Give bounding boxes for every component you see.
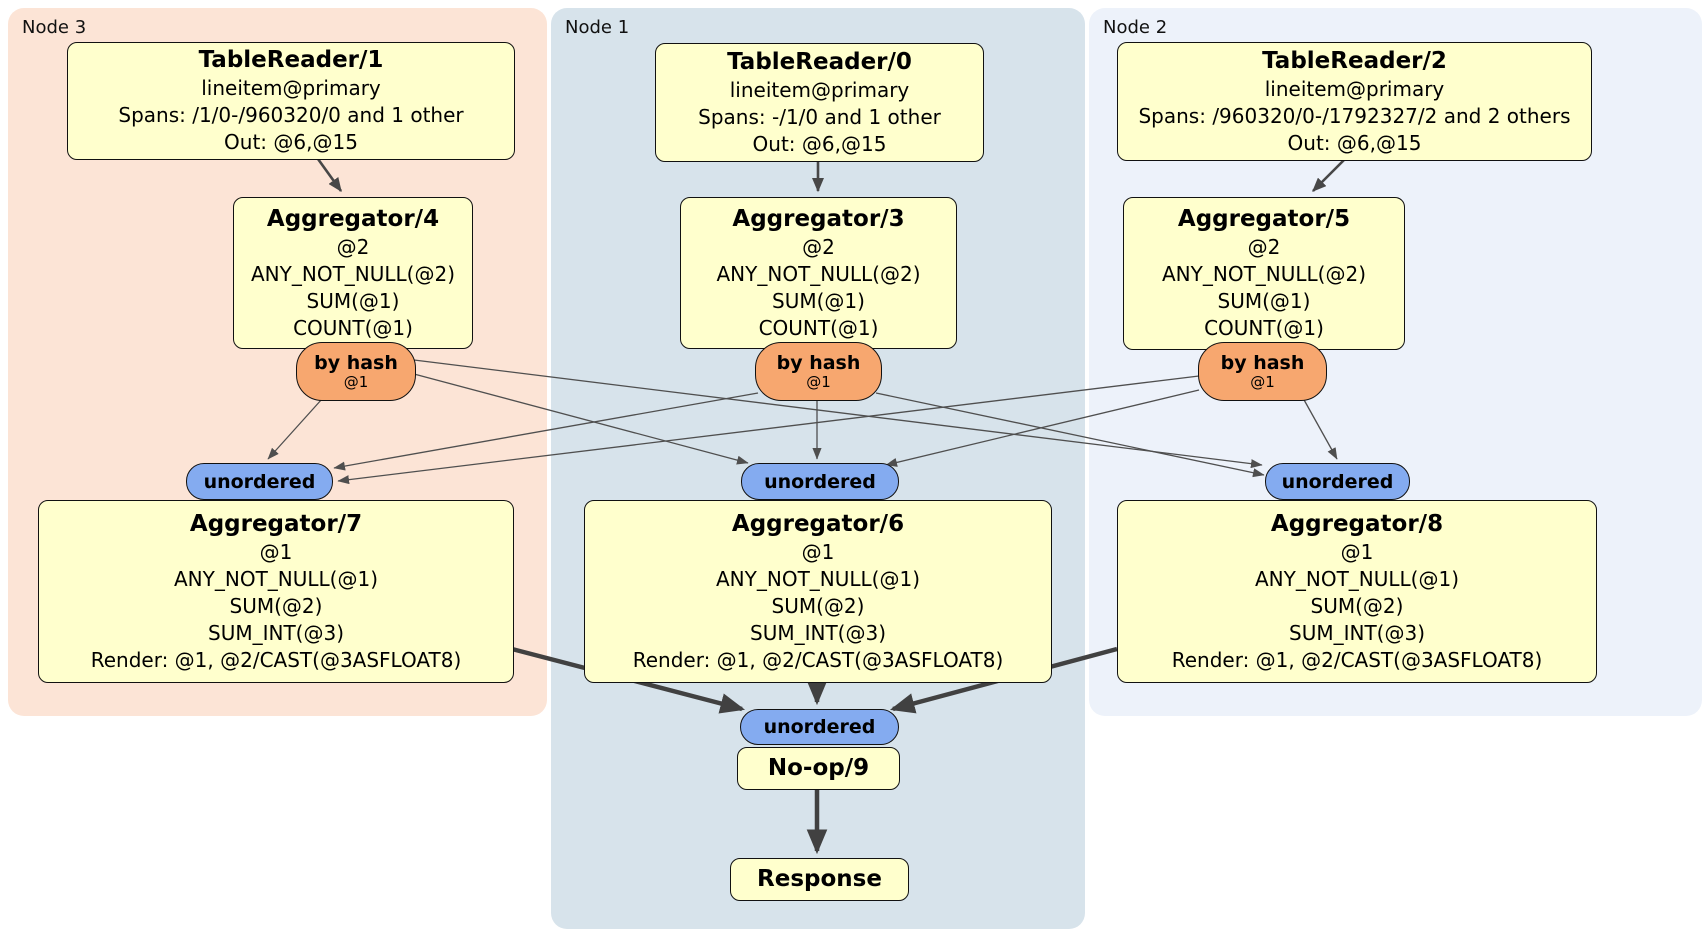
- processor-line: Spans: /960320/0-/1792327/2 and 2 others: [1138, 103, 1571, 128]
- processor-response: Response: [730, 858, 909, 901]
- processor-line: lineitem@primary: [1264, 76, 1445, 101]
- processor-aggregator-6: Aggregator/6 @1 ANY_NOT_NULL(@1) SUM(@2)…: [584, 500, 1052, 683]
- processor-title: TableReader/2: [1262, 47, 1447, 74]
- router-byhash-4: by hash @1: [296, 342, 416, 401]
- processor-line: @1: [1340, 539, 1374, 564]
- processor-line: ANY_NOT_NULL(@2): [716, 261, 921, 286]
- processor-title: TableReader/0: [727, 48, 912, 75]
- processor-tablereader-0: TableReader/0 lineitem@primary Spans: -/…: [655, 43, 984, 162]
- region-node1-label: Node 1: [565, 17, 630, 38]
- processor-line: SUM(@1): [772, 288, 865, 313]
- processor-aggregator-4: Aggregator/4 @2 ANY_NOT_NULL(@2) SUM(@1)…: [233, 197, 473, 349]
- synchronizer-unordered-node2: unordered: [1265, 463, 1410, 500]
- processor-aggregator-8: Aggregator/8 @1 ANY_NOT_NULL(@1) SUM(@2)…: [1117, 500, 1597, 683]
- processor-title: TableReader/1: [198, 47, 384, 73]
- processor-line: ANY_NOT_NULL(@1): [1255, 566, 1459, 591]
- processor-title: Aggregator/5: [1177, 206, 1351, 232]
- processor-line: @2: [336, 234, 370, 259]
- processor-line: COUNT(@1): [1204, 316, 1324, 340]
- processor-aggregator-7: Aggregator/7 @1 ANY_NOT_NULL(@1) SUM(@2)…: [38, 500, 514, 683]
- processor-line: Out: @6,@15: [224, 130, 358, 154]
- processor-line: Spans: -/1/0 and 1 other: [698, 104, 941, 129]
- processor-noop-9: No-op/9: [737, 747, 900, 790]
- processor-line: SUM_INT(@3): [750, 620, 886, 645]
- processor-tablereader-2: TableReader/2 lineitem@primary Spans: /9…: [1117, 42, 1592, 161]
- synchronizer-label: unordered: [203, 470, 316, 493]
- processor-title: No-op/9: [767, 755, 870, 781]
- processor-line: ANY_NOT_NULL(@1): [716, 566, 920, 591]
- region-node2-label: Node 2: [1103, 17, 1168, 38]
- processor-title: Aggregator/3: [732, 205, 905, 232]
- processor-title: Aggregator/6: [731, 510, 905, 537]
- processor-line: Render: @1, @2/CAST(@3ASFLOAT8): [632, 647, 1004, 672]
- processor-line: ANY_NOT_NULL(@2): [1162, 262, 1366, 286]
- processor-line: SUM_INT(@3): [208, 620, 344, 645]
- processor-line: lineitem@primary: [729, 77, 910, 102]
- processor-title: Aggregator/8: [1270, 510, 1444, 537]
- processor-line: COUNT(@1): [758, 315, 879, 340]
- processor-line: SUM(@2): [1310, 593, 1404, 618]
- processor-title: Aggregator/7: [189, 510, 363, 537]
- processor-line: Spans: /1/0-/960320/0 and 1 other: [118, 103, 464, 127]
- processor-title: Response: [757, 866, 882, 892]
- router-detail: @1: [1250, 373, 1275, 391]
- processor-line: @2: [802, 234, 835, 259]
- processor-line: Render: @1, @2/CAST(@3ASFLOAT8): [90, 647, 462, 672]
- router-byhash-5: by hash @1: [1198, 342, 1327, 401]
- router-detail: @1: [806, 373, 831, 391]
- processor-line: Out: @6,@15: [1287, 130, 1422, 155]
- region-node3-label: Node 3: [22, 17, 87, 38]
- router-label: by hash: [314, 352, 398, 374]
- processor-line: SUM_INT(@3): [1289, 620, 1425, 645]
- synchronizer-unordered-node1: unordered: [741, 463, 899, 500]
- processor-title: Aggregator/4: [266, 205, 440, 232]
- processor-line: SUM(@1): [306, 288, 400, 313]
- processor-line: Render: @1, @2/CAST(@3ASFLOAT8): [1171, 647, 1543, 672]
- processor-line: @2: [1247, 235, 1281, 259]
- processor-aggregator-3: Aggregator/3 @2 ANY_NOT_NULL(@2) SUM(@1)…: [680, 197, 957, 349]
- processor-line: @1: [801, 539, 835, 564]
- processor-line: SUM(@2): [229, 593, 323, 618]
- synchronizer-label: unordered: [1281, 470, 1394, 493]
- processor-line: ANY_NOT_NULL(@2): [251, 261, 455, 286]
- router-byhash-3: by hash @1: [755, 342, 882, 401]
- router-label: by hash: [776, 352, 861, 374]
- router-detail: @1: [343, 373, 369, 391]
- synchronizer-unordered-final: unordered: [740, 709, 899, 745]
- synchronizer-label: unordered: [763, 716, 876, 738]
- processor-line: lineitem@primary: [201, 76, 381, 100]
- processor-line: COUNT(@1): [293, 315, 413, 340]
- processor-aggregator-5: Aggregator/5 @2 ANY_NOT_NULL(@2) SUM(@1)…: [1123, 197, 1405, 350]
- processor-line: SUM(@2): [771, 593, 865, 618]
- synchronizer-label: unordered: [764, 470, 876, 493]
- processor-line: @1: [259, 539, 293, 564]
- synchronizer-unordered-node3: unordered: [186, 463, 333, 500]
- processor-line: ANY_NOT_NULL(@1): [174, 566, 378, 591]
- processor-tablereader-1: TableReader/1 lineitem@primary Spans: /1…: [67, 42, 515, 160]
- processor-line: Out: @6,@15: [752, 131, 887, 156]
- router-label: by hash: [1220, 352, 1305, 374]
- processor-line: SUM(@1): [1217, 289, 1311, 313]
